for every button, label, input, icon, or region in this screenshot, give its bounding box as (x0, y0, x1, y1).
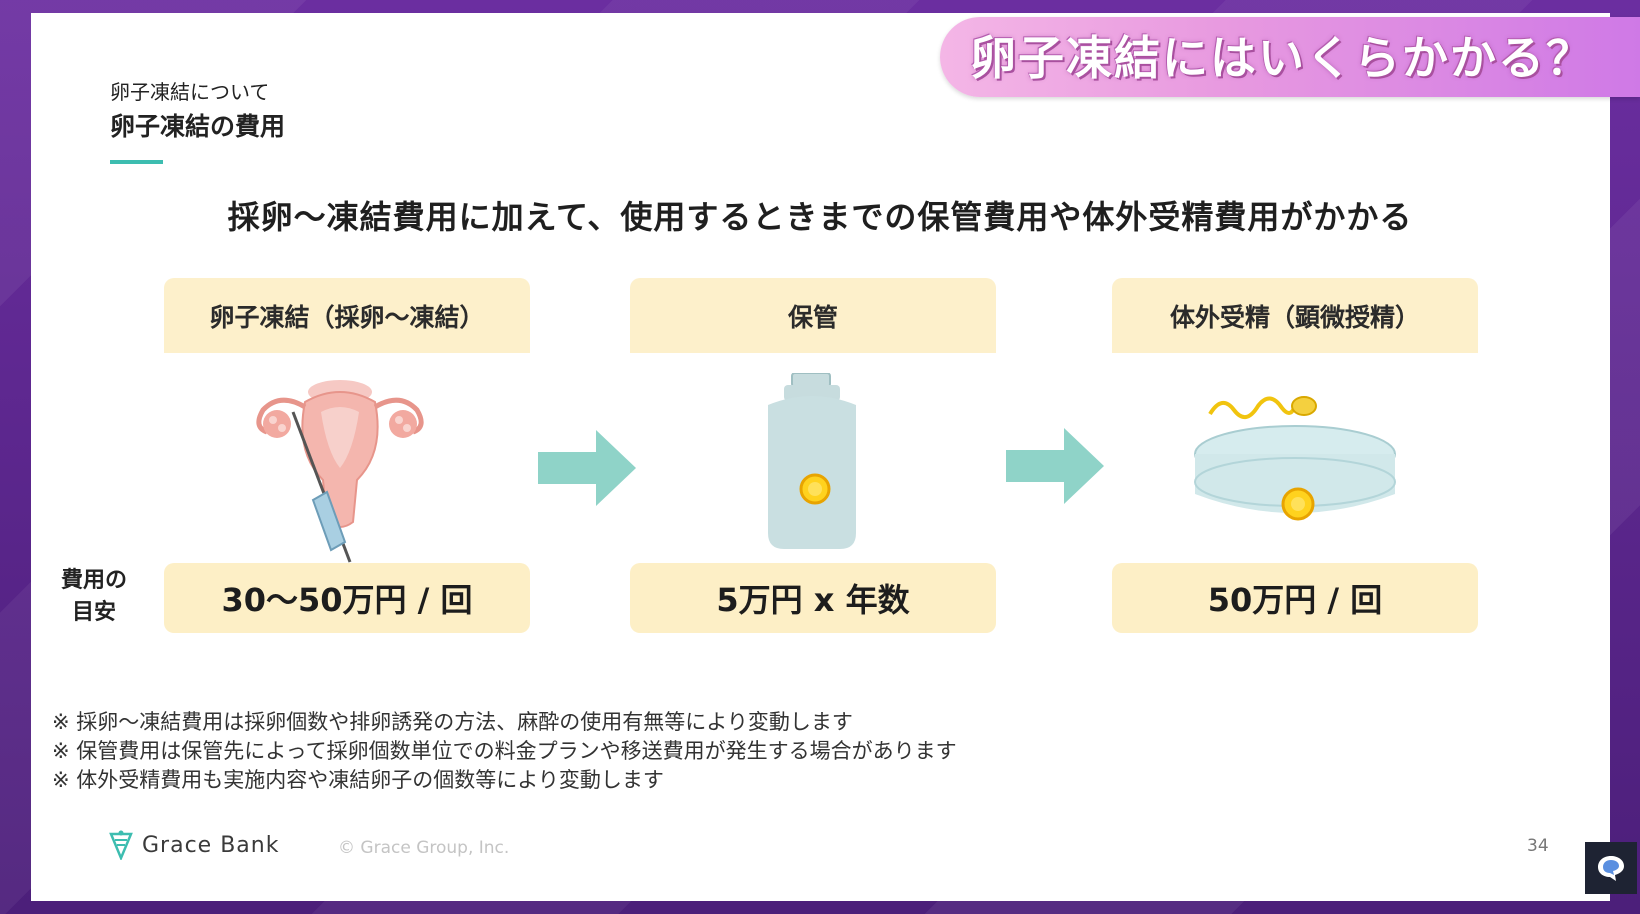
cost-ivf: 50万円 / 回 (1112, 563, 1478, 633)
column-header-egg-freezing: 卵子凍結（採卵～凍結） (164, 278, 530, 353)
title-banner (940, 17, 1640, 97)
cost-egg-freezing: 30～50万円 / 回 (164, 563, 530, 633)
grace-bank-logo-icon (109, 830, 133, 860)
chat-icon (1598, 856, 1624, 881)
cost-storage: 5万円 x 年数 (630, 563, 996, 633)
slide-title: 卵子凍結の費用 (110, 112, 286, 141)
grace-bank-logo: Grace Bank (108, 830, 279, 860)
title-underline (110, 160, 163, 164)
section-label: 卵子凍結について (110, 80, 270, 104)
headline: 採卵～凍結費用に加えて、使用するときまでの保管費用や体外受精費用がかかる (227, 198, 1413, 236)
footnote: ※ 採卵～凍結費用は採卵個数や排卵誘発の方法、麻酔の使用有無等により変動します (52, 710, 853, 734)
cost-label-line1: 費用の (60, 568, 127, 593)
cost-label-line2: 目安 (71, 600, 116, 625)
storage-tank-illustration (768, 373, 856, 549)
footnote: ※ 体外受精費用も実施内容や凍結卵子の個数等により変動します (52, 768, 664, 792)
uterus-illustration (256, 380, 424, 563)
petri-dish-illustration (1194, 396, 1396, 521)
arrow-right-icon (1006, 428, 1104, 504)
cost-label: 費用の 目安 (52, 565, 136, 629)
column-header-ivf: 体外受精（顕微授精） (1112, 278, 1478, 353)
arrow-right-icon (538, 430, 636, 506)
copyright: © Grace Group, Inc. (338, 838, 510, 858)
logo-text: Grace Bank (142, 832, 280, 858)
banner-title: 卵子凍結にはいくらかかる？ (970, 31, 1594, 85)
footnotes: ※ 採卵～凍結費用は採卵個数や排卵誘発の方法、麻酔の使用有無等により変動します … (52, 708, 957, 795)
column-header-storage: 保管 (630, 278, 996, 353)
chat-button[interactable] (1585, 842, 1637, 894)
page-number: 34 (1527, 836, 1549, 856)
footnote: ※ 保管費用は保管先によって採卵個数単位での料金プランや移送費用が発生する場合が… (52, 739, 957, 763)
